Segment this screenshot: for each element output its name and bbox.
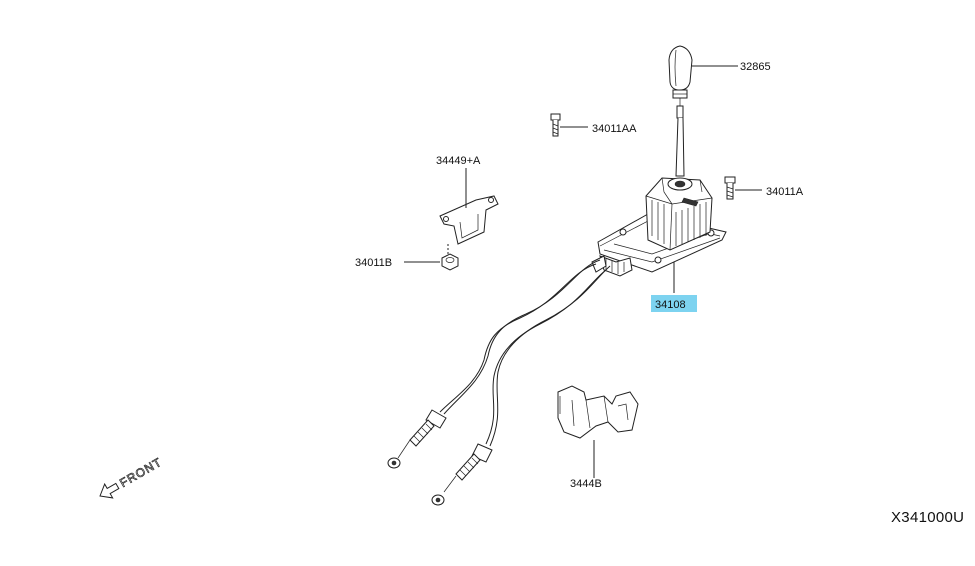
label-34011b[interactable]: 34011B — [355, 257, 392, 269]
label-34011a[interactable]: 34011A — [766, 186, 804, 198]
label-3444b[interactable]: 3444B — [570, 478, 602, 490]
shifter-assembly[interactable] — [591, 177, 727, 277]
shift-cables — [387, 259, 611, 506]
label-34011aa[interactable]: 34011AA — [592, 123, 637, 135]
shift-rod — [675, 98, 685, 177]
highlight-34108 — [651, 295, 697, 312]
front-direction-indicator: FRONT — [99, 454, 165, 499]
bracket-3444b[interactable] — [557, 385, 639, 439]
front-label: FRONT — [117, 455, 164, 490]
label-32865[interactable]: 32865 — [740, 61, 771, 73]
bolt-34011a[interactable] — [724, 176, 736, 200]
shift-knob[interactable] — [668, 45, 693, 99]
diagram-reference-code: X341000U — [891, 509, 964, 526]
nut-34011b[interactable] — [441, 253, 459, 271]
front-arrow-icon — [99, 482, 120, 499]
bolt-34011aa[interactable] — [550, 113, 561, 137]
label-34449a[interactable]: 34449+A — [436, 155, 481, 167]
bracket-34449a[interactable] — [439, 195, 499, 245]
label-34108[interactable]: 34108 — [655, 299, 686, 311]
